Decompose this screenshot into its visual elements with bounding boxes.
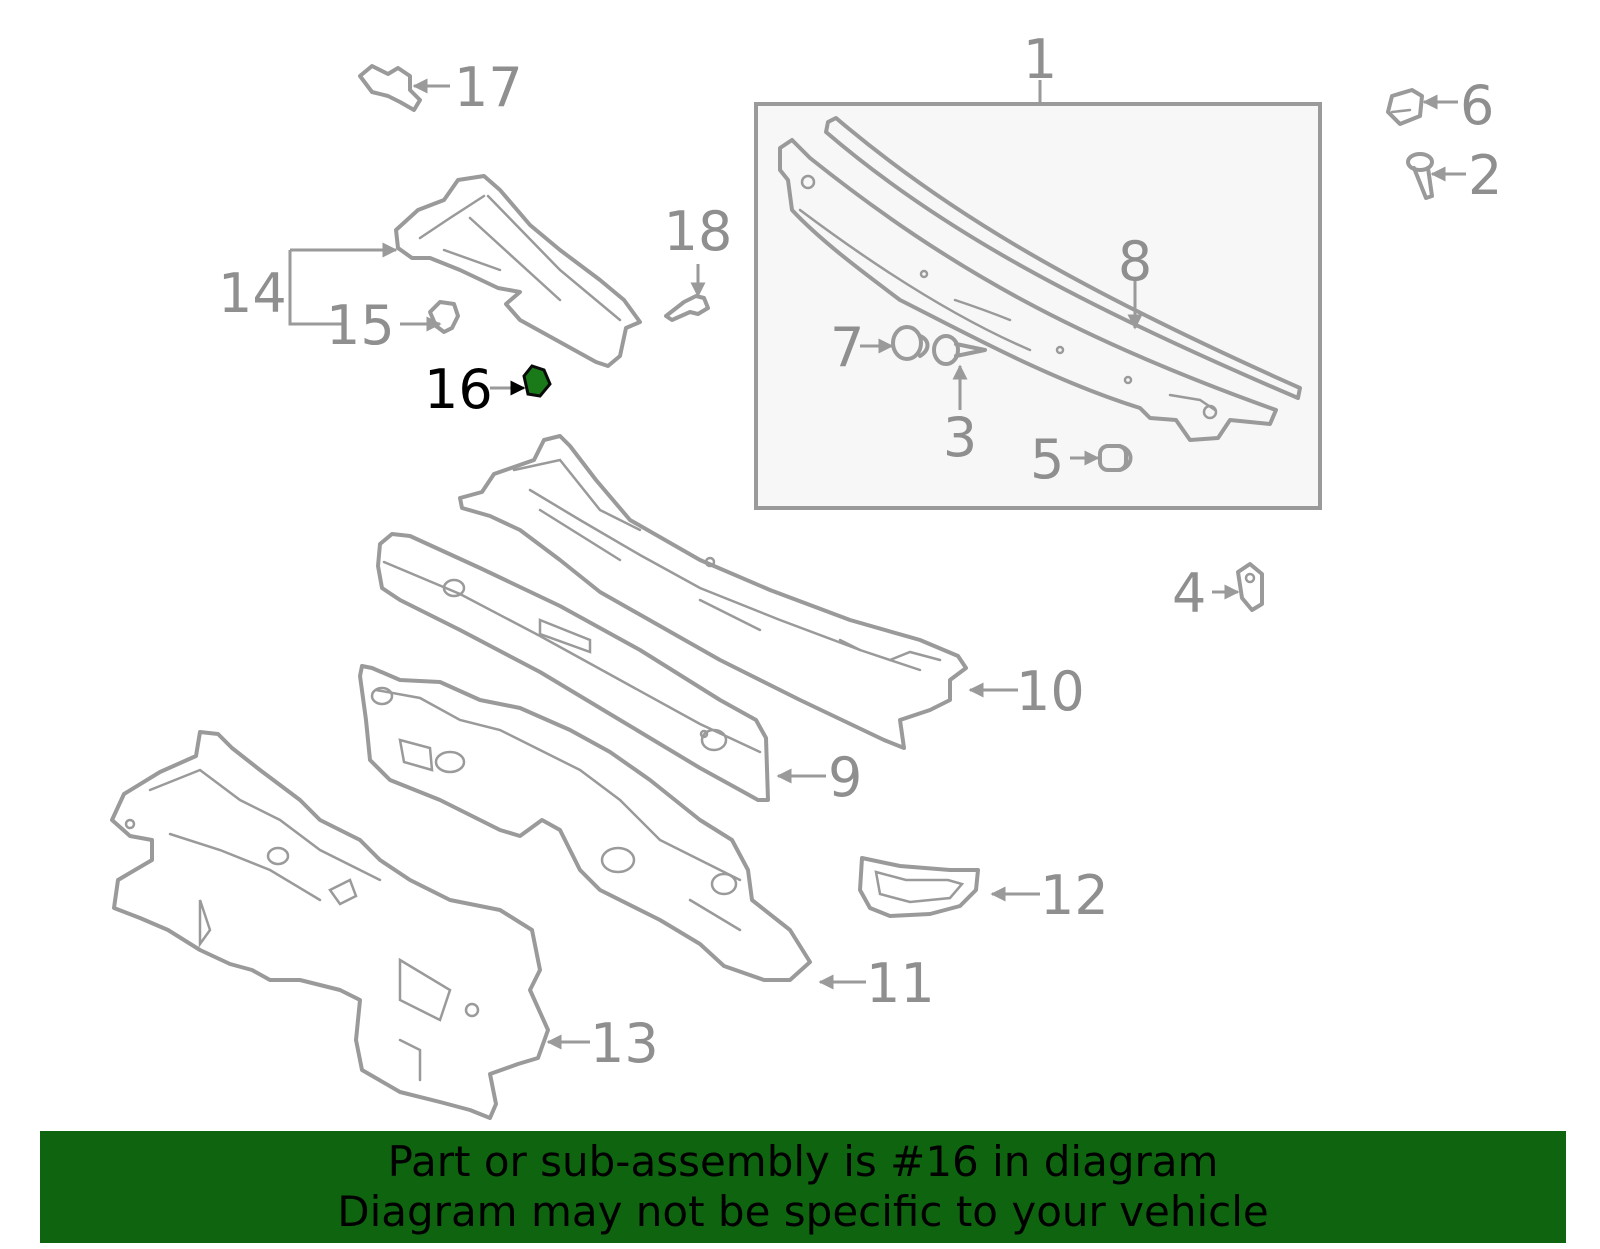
part-9-cross-member <box>376 532 770 802</box>
part-14-side-panel <box>394 174 642 368</box>
part-13-dash-insulator <box>110 730 550 1120</box>
part-11-dash-panel <box>358 664 812 982</box>
callout-6[interactable]: 6 <box>1460 74 1494 137</box>
part-15-clip <box>428 300 460 334</box>
callout-8[interactable]: 8 <box>1118 230 1152 293</box>
part-10-cowl-upper <box>458 434 968 750</box>
banner-line-2: Diagram may not be specific to your vehi… <box>337 1187 1269 1236</box>
leader-lines <box>288 78 1466 1050</box>
part-6-clip <box>1386 88 1424 126</box>
callout-labels: 1 2 3 4 5 6 7 8 9 10 11 12 13 14 15 16 1… <box>218 28 1502 1075</box>
callout-1[interactable]: 1 <box>1023 28 1057 91</box>
callout-13[interactable]: 13 <box>590 1012 659 1075</box>
callout-11[interactable]: 11 <box>866 952 935 1015</box>
banner-line-1: Part or sub-assembly is #16 in diagram <box>387 1137 1219 1186</box>
callout-9[interactable]: 9 <box>828 746 862 809</box>
callout-12[interactable]: 12 <box>1040 864 1109 927</box>
part-16-clip <box>522 364 552 398</box>
callout-14[interactable]: 14 <box>218 262 287 325</box>
part-3-clip <box>932 334 987 366</box>
part-18-screw <box>664 294 710 322</box>
notice-banner: Part or sub-assembly is #16 in diagram D… <box>40 1131 1566 1243</box>
callout-7[interactable]: 7 <box>830 316 864 379</box>
part-5-bushing <box>1098 444 1133 472</box>
part-4-fastener <box>1236 562 1264 612</box>
callout-10[interactable]: 10 <box>1016 660 1085 723</box>
part-2-screw <box>1406 152 1434 200</box>
callout-18[interactable]: 18 <box>664 200 733 263</box>
part-12-bracket <box>858 856 980 918</box>
callout-15[interactable]: 15 <box>326 294 395 357</box>
part-17-clip <box>358 64 422 112</box>
callout-16[interactable]: 16 <box>424 358 493 421</box>
callout-3[interactable]: 3 <box>943 406 977 469</box>
callout-2[interactable]: 2 <box>1468 144 1502 207</box>
callout-5[interactable]: 5 <box>1030 428 1064 491</box>
callout-4[interactable]: 4 <box>1172 562 1206 625</box>
part-8-cowl-panel <box>778 116 1302 442</box>
callout-17[interactable]: 17 <box>454 56 523 119</box>
